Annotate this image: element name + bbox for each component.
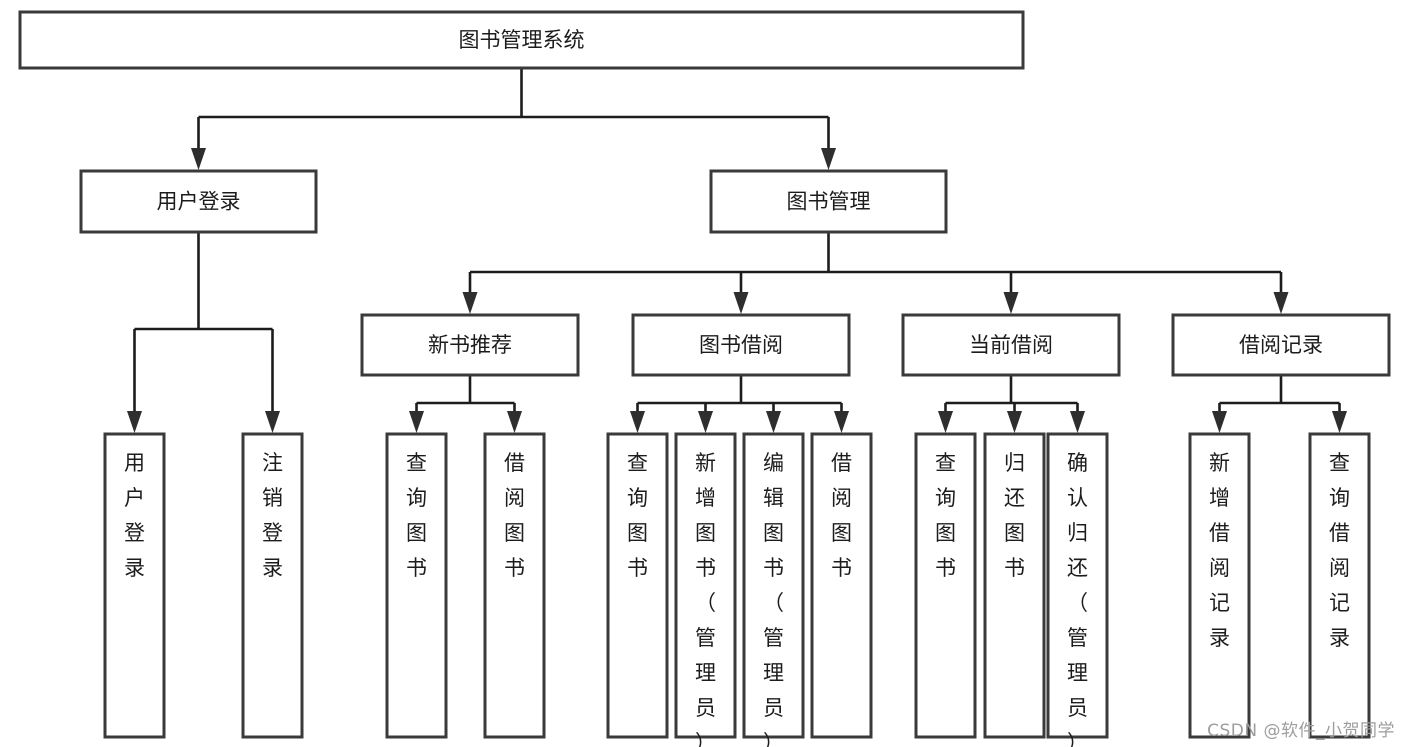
arrow-head-icon <box>507 411 522 433</box>
node-label: 确认归还（管理员） <box>1067 451 1088 747</box>
node-label: 查询图书 <box>406 451 427 580</box>
arrow-head-icon <box>821 148 836 170</box>
diagram-node-leaf-user-login[interactable]: 用户登录 <box>103 432 166 739</box>
diagram-node-leaf-query-book-2[interactable]: 查询图书 <box>606 432 669 739</box>
node-box <box>631 313 851 377</box>
arrow-head-icon <box>127 411 142 433</box>
node-box <box>18 10 1025 70</box>
node-label: 编辑图书（管理员） <box>763 451 784 747</box>
arrow-head-icon <box>265 411 280 433</box>
node-box <box>1308 432 1371 739</box>
node-label: 借阅图书 <box>831 451 852 580</box>
diagram-node-new-book-recommend[interactable]: 新书推荐 <box>360 313 580 377</box>
node-box <box>241 432 304 739</box>
arrow-head-icon <box>462 292 478 314</box>
arrow-head-icon <box>630 411 645 433</box>
node-label: 新增图书（管理员） <box>695 451 716 747</box>
arrow-head-icon <box>834 411 849 433</box>
diagram-node-leaf-borrow-book-2[interactable]: 借阅图书 <box>810 432 873 739</box>
node-box <box>1171 313 1391 377</box>
arrow-head-icon <box>1003 292 1019 314</box>
node-box <box>1188 432 1251 739</box>
diagram-node-leaf-confirm-return[interactable]: 确认归还（管理员） <box>1046 432 1109 747</box>
node-box <box>103 432 166 739</box>
arrow-head-icon <box>1273 292 1289 314</box>
arrow-head-icon <box>1212 411 1227 433</box>
node-box <box>914 432 977 739</box>
node-box <box>360 313 580 377</box>
node-label: 用户登录 <box>124 451 145 580</box>
arrow-head-icon <box>1332 411 1347 433</box>
node-label: 当前借阅 <box>969 333 1053 357</box>
diagram-node-leaf-query-record[interactable]: 查询借阅记录 <box>1308 432 1371 739</box>
diagram-node-leaf-edit-book[interactable]: 编辑图书（管理员） <box>742 432 805 747</box>
node-box <box>709 169 948 234</box>
node-label: 查询借阅记录 <box>1329 451 1350 650</box>
diagram-node-book-borrow[interactable]: 图书借阅 <box>631 313 851 377</box>
arrow-head-icon <box>1070 411 1085 433</box>
node-box <box>983 432 1046 739</box>
diagram-node-leaf-add-book[interactable]: 新增图书（管理员） <box>674 432 737 747</box>
node-label: 新增借阅记录 <box>1209 451 1230 650</box>
diagram-node-leaf-borrow-book-1[interactable]: 借阅图书 <box>483 432 546 739</box>
diagram-node-leaf-logout[interactable]: 注销登录 <box>241 432 304 739</box>
node-box <box>810 432 873 739</box>
arrow-head-icon <box>766 411 781 433</box>
node-box <box>742 432 805 739</box>
diagram-node-book-manage[interactable]: 图书管理 <box>709 169 948 234</box>
node-label: 归还图书 <box>1004 451 1025 580</box>
node-label: 新书推荐 <box>428 333 512 357</box>
diagram-node-leaf-query-book-3[interactable]: 查询图书 <box>914 432 977 739</box>
diagram-node-leaf-add-record[interactable]: 新增借阅记录 <box>1188 432 1251 739</box>
arrow-head-icon <box>733 292 749 314</box>
diagram-node-current-borrow[interactable]: 当前借阅 <box>901 313 1121 377</box>
arrow-head-icon <box>938 411 953 433</box>
node-label: 注销登录 <box>262 451 283 580</box>
node-label: 借阅记录 <box>1239 333 1323 357</box>
diagram-node-leaf-query-book-1[interactable]: 查询图书 <box>385 432 448 739</box>
diagram-node-root[interactable]: 图书管理系统 <box>18 10 1025 70</box>
node-label: 图书管理 <box>787 190 871 214</box>
node-box <box>606 432 669 739</box>
arrow-head-icon <box>191 148 206 170</box>
arrow-head-icon <box>698 411 713 433</box>
diagram-node-leaf-return-book[interactable]: 归还图书 <box>983 432 1046 739</box>
connector-layer <box>127 68 1347 433</box>
node-label: 图书管理系统 <box>459 28 585 52</box>
node-box <box>483 432 546 739</box>
diagram-node-user-login[interactable]: 用户登录 <box>79 169 318 234</box>
arrow-head-icon <box>409 411 424 433</box>
node-box <box>1046 432 1109 739</box>
node-label: 用户登录 <box>157 190 241 214</box>
node-label: 查询图书 <box>627 451 648 580</box>
node-label: 图书借阅 <box>699 333 783 357</box>
node-box <box>385 432 448 739</box>
node-label: 查询图书 <box>935 451 956 580</box>
watermark-text: CSDN @软件_小贺同学 <box>1207 721 1395 741</box>
node-layer: 图书管理系统用户登录图书管理新书推荐图书借阅当前借阅借阅记录用户登录注销登录查询… <box>18 10 1391 747</box>
node-label: 借阅图书 <box>504 451 525 580</box>
diagram-node-borrow-record[interactable]: 借阅记录 <box>1171 313 1391 377</box>
arrow-head-icon <box>1007 411 1022 433</box>
node-box <box>79 169 318 234</box>
node-box <box>674 432 737 739</box>
node-box <box>901 313 1121 377</box>
